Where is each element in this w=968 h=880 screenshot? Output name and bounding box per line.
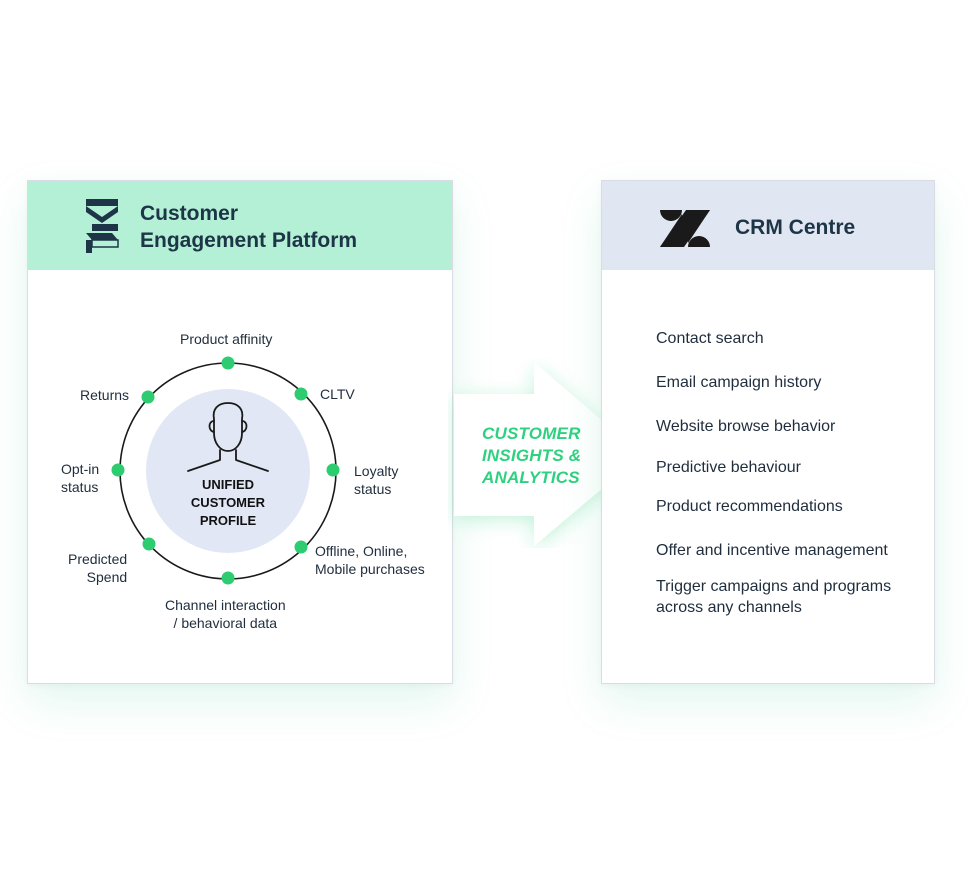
label-returns: Returns — [80, 387, 130, 403]
engagement-platform-logo-icon — [86, 199, 119, 253]
dot-predicted — [142, 537, 156, 551]
label-offline-line2: Mobile purchases — [315, 561, 425, 577]
dot-cltv — [294, 387, 308, 401]
crm-item-offer-incentive-management: Offer and incentive management — [656, 542, 888, 559]
label-optin-line2: status — [61, 479, 99, 495]
dot-optin — [111, 463, 125, 477]
label-loyalty-line2: status — [354, 481, 392, 497]
crm-item-contact-search: Contact search — [656, 330, 764, 347]
arrow-line1: CUSTOMER — [482, 424, 581, 443]
profile-line3: PROFILE — [199, 513, 257, 528]
arrow-line2: INSIGHTS & — [482, 446, 582, 465]
crm-item-product-recommendations: Product recommendations — [656, 498, 843, 515]
customer-insights-analytics-label: CUSTOMER INSIGHTS & ANALYTICS — [482, 423, 581, 489]
label-opt-in-status: Opt-in status — [61, 460, 99, 496]
label-offline-line1: Offline, Online, — [315, 543, 408, 559]
crm-item-predictive-behaviour: Predictive behaviour — [656, 459, 801, 476]
label-predicted-spend: Predicted Spend — [68, 550, 127, 586]
crm-item-trigger-campaigns: Trigger campaigns and programs across an… — [656, 578, 892, 616]
insights-arrow-icon — [454, 362, 642, 546]
profile-disc — [146, 389, 310, 553]
label-channel-interaction: Channel interaction / behavioral data — [165, 596, 286, 632]
label-product-affinity: Product affinity — [180, 331, 273, 347]
label-cltv: CLTV — [320, 386, 355, 402]
profile-line2: CUSTOMER — [190, 495, 266, 510]
dot-product-affinity — [221, 356, 235, 370]
crm-title: CRM Centre — [735, 216, 856, 239]
crm-centre-card: CRM Centre Contact search Email campaign… — [601, 180, 935, 684]
cep-title-line2: Engagement Platform — [140, 229, 358, 252]
crm-item-email-campaign-history: Email campaign history — [656, 374, 822, 391]
dot-channel — [221, 571, 235, 585]
crm-item-website-browse-behavior: Website browse behavior — [656, 418, 836, 435]
unified-customer-profile-label: UNIFIED CUSTOMER PROFILE — [161, 476, 295, 530]
label-optin-line1: Opt-in — [61, 461, 100, 477]
label-channel-line2: / behavioral data — [173, 615, 278, 631]
label-loyalty-status: Loyalty status — [354, 462, 398, 498]
label-loyalty-line1: Loyalty — [354, 463, 399, 479]
crm-header: CRM Centre — [602, 181, 934, 270]
label-offline-online-mobile: Offline, Online, Mobile purchases — [315, 542, 425, 578]
attribute-dots — [111, 356, 340, 585]
profile-ring-graphic — [111, 356, 340, 585]
arrow-line3: ANALYTICS — [482, 468, 580, 487]
label-channel-line1: Channel interaction — [165, 597, 286, 613]
cep-title: Customer Engagement Platform — [140, 200, 357, 254]
cep-title-line1: Customer — [140, 202, 239, 225]
dot-loyalty — [326, 463, 340, 477]
dot-returns — [141, 390, 155, 404]
customer-profile-diagram: UNIFIED CUSTOMER PROFILE Product affinit… — [28, 181, 454, 685]
zendesk-logo-icon — [660, 210, 710, 247]
dot-offline — [294, 540, 308, 554]
person-icon — [187, 402, 269, 472]
profile-line1: UNIFIED — [202, 477, 254, 492]
cep-header: Customer Engagement Platform — [28, 181, 452, 270]
label-predicted-line2: Spend — [86, 569, 128, 585]
label-predicted-line1: Predicted — [68, 551, 128, 567]
customer-engagement-platform-card: Customer Engagement Platform — [27, 180, 453, 684]
